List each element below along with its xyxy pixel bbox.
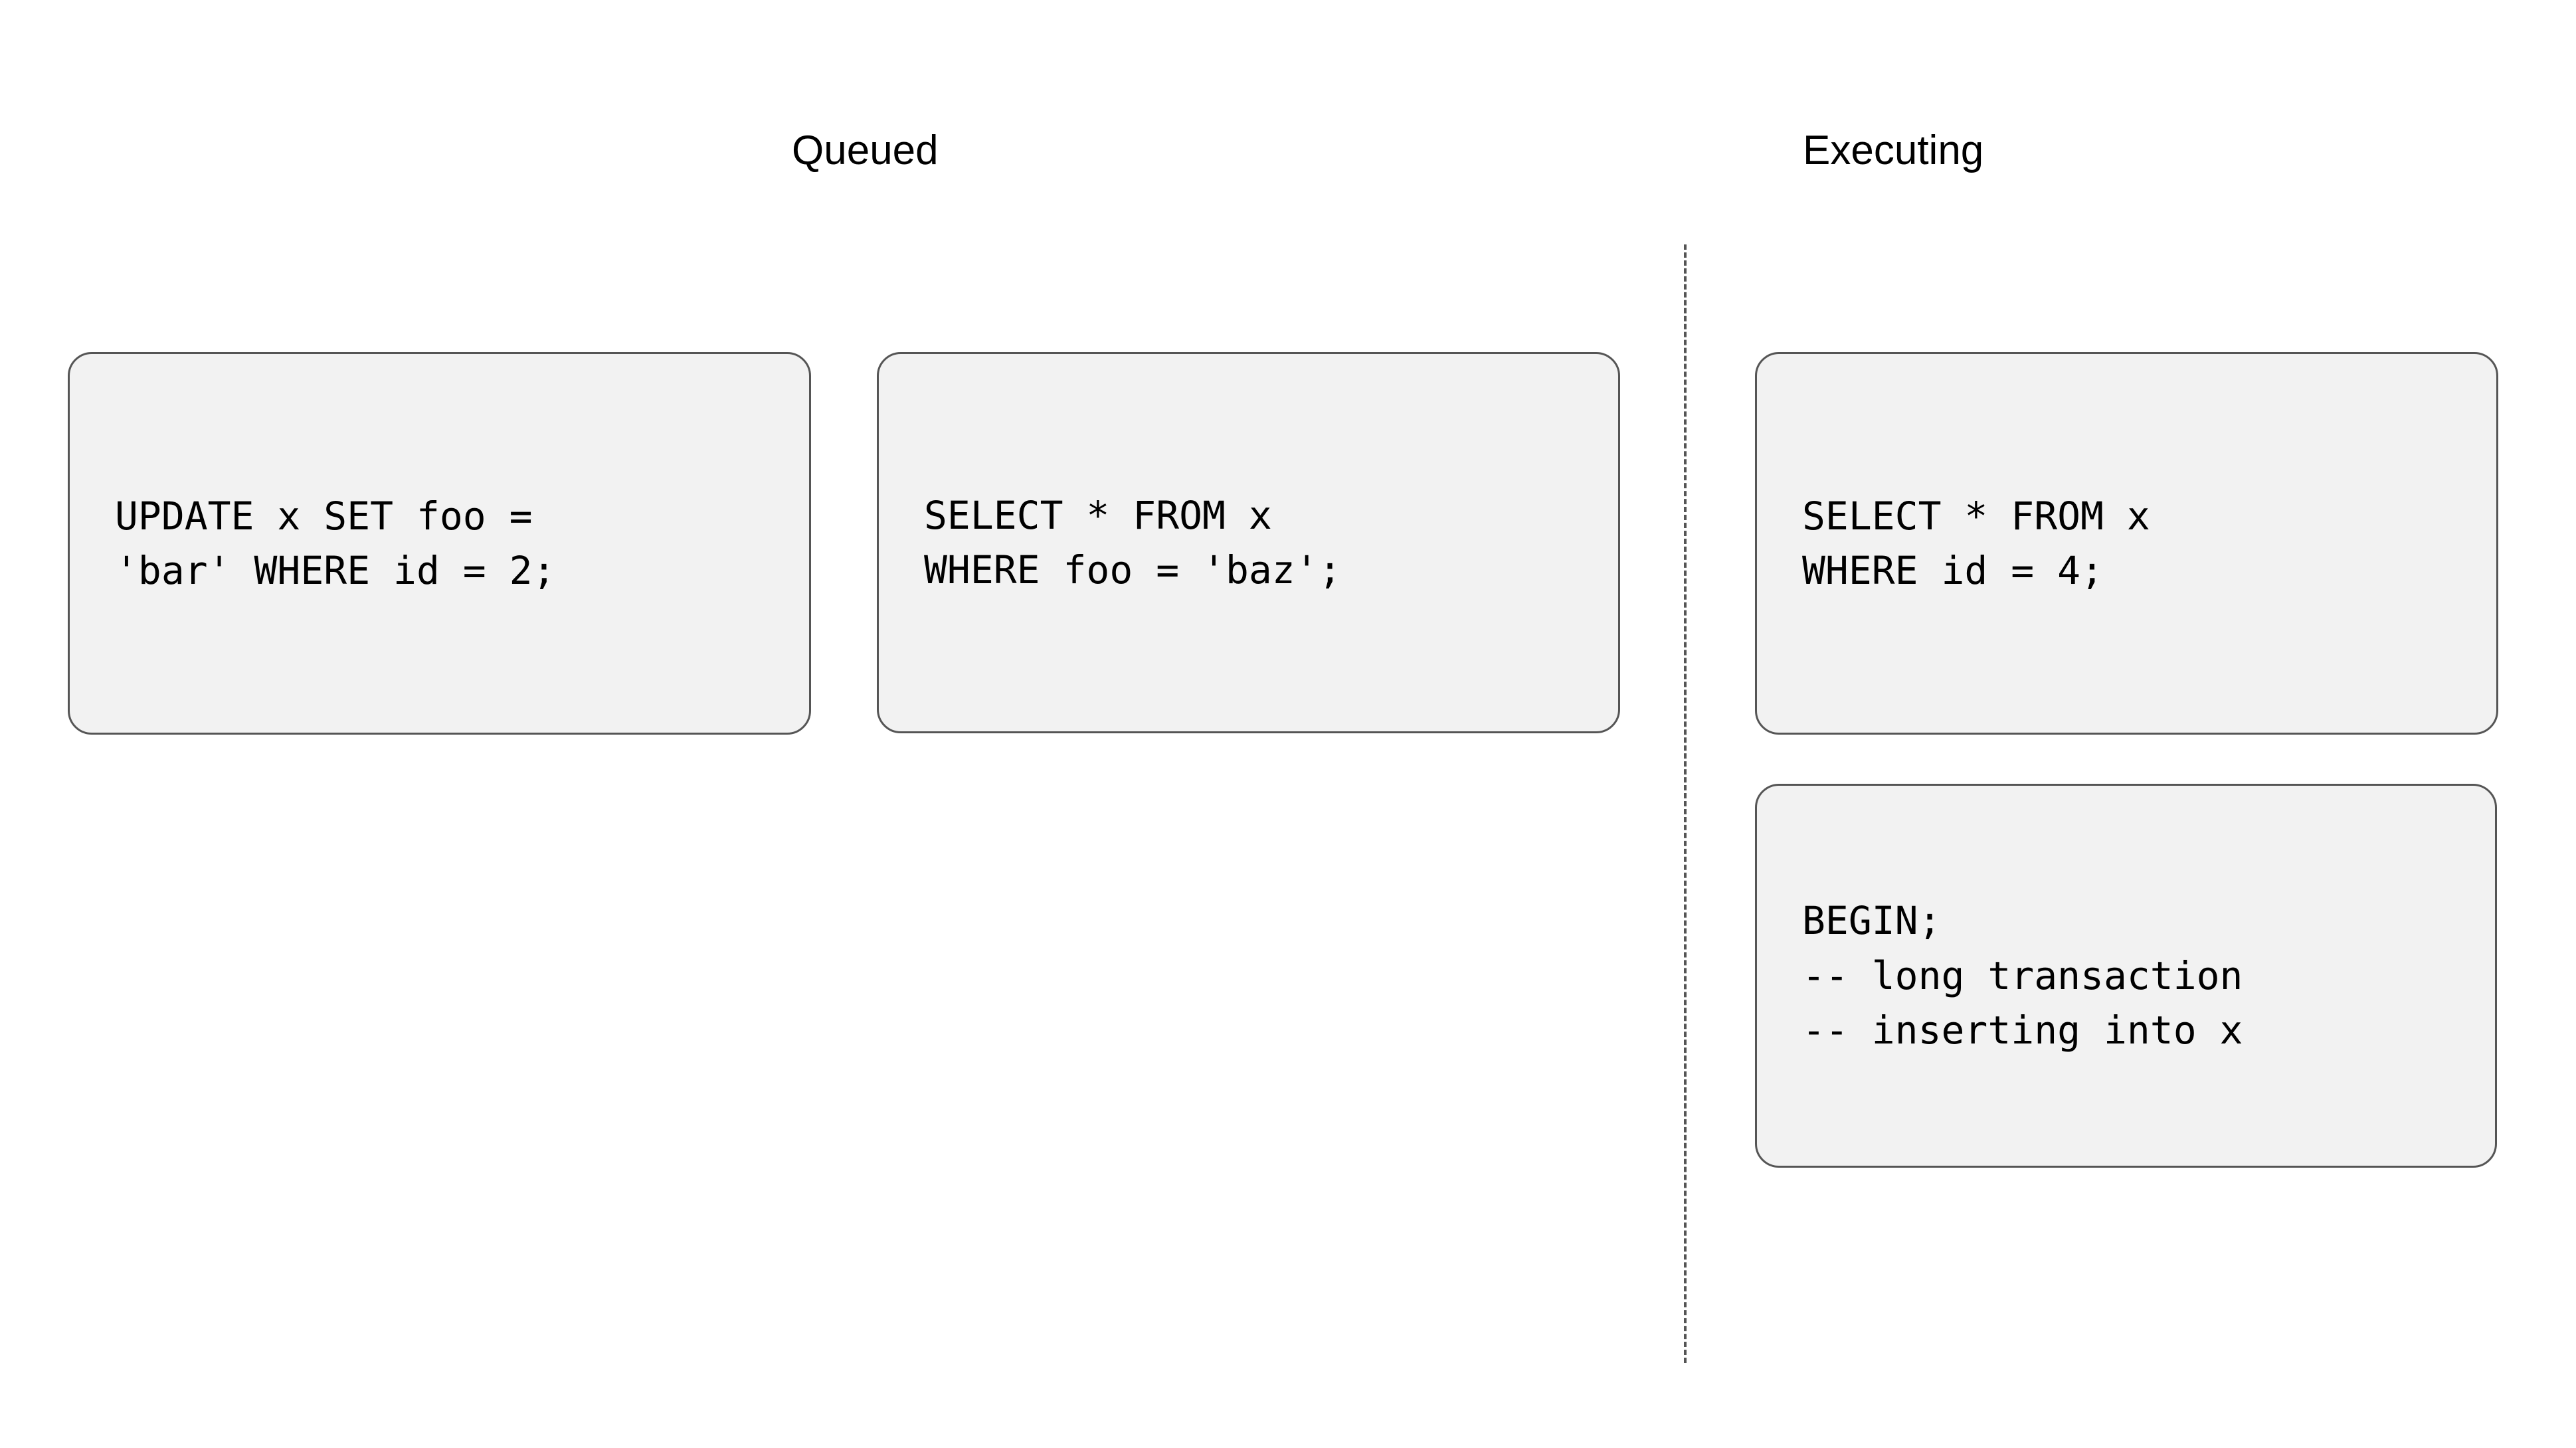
query-card-sql-text: UPDATE x SET foo = 'bar' WHERE id = 2; [115,493,556,593]
query-card-select-id-4[interactable]: SELECT * FROM x WHERE id = 4; [1755,352,2498,735]
query-card-begin-long-transaction[interactable]: BEGIN; -- long transaction -- inserting … [1755,784,2497,1168]
query-card-sql-text: SELECT * FROM x WHERE id = 4; [1802,493,2150,593]
query-card-update-x[interactable]: UPDATE x SET foo = 'bar' WHERE id = 2; [68,352,811,735]
column-divider-dashed-line [1684,244,1687,1363]
query-card-sql-text: BEGIN; -- long transaction -- inserting … [1802,898,2243,1053]
query-card-select-foo-baz[interactable]: SELECT * FROM x WHERE foo = 'baz'; [877,352,1620,733]
query-card-sql-text: SELECT * FROM x WHERE foo = 'baz'; [924,492,1342,592]
column-header-executing: Executing [1803,128,1984,173]
column-header-queued: Queued [792,128,939,173]
